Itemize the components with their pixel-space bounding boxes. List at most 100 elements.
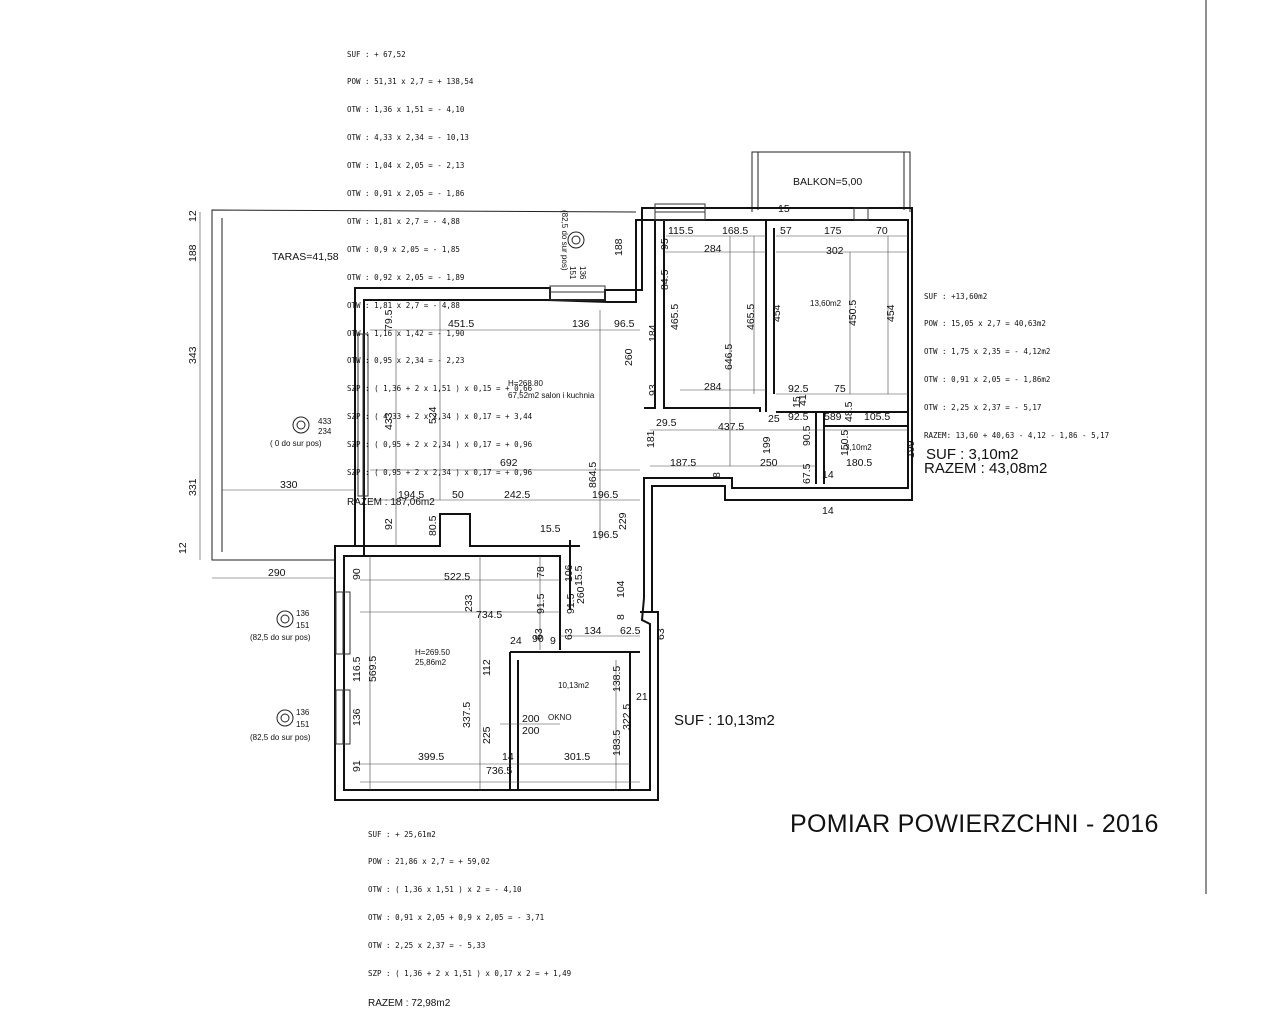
dim: 12: [177, 542, 189, 554]
calc-line: OTW : 1,04 x 2,05 = - 2,13: [347, 161, 465, 171]
marker-top-b: 151: [568, 266, 577, 280]
dim: 337.5: [461, 702, 473, 728]
dim: 14: [502, 751, 514, 763]
dim: 451.5: [448, 318, 474, 330]
dim: 736.5: [486, 765, 512, 777]
dim: 91: [351, 760, 363, 772]
dim: 242.5: [504, 489, 530, 501]
calc-line: OTW : 1,36 x 1,51 = - 4,10: [347, 105, 465, 115]
dim: 90.5: [801, 425, 813, 446]
dim: 116.5: [351, 656, 363, 682]
dim: 8: [615, 614, 627, 620]
dim: 63: [563, 628, 575, 640]
dim: 84.5: [659, 269, 671, 290]
dim: 67.5: [801, 463, 813, 484]
calc-line: OTW : 1,16 x 1,42 = - 1,90: [347, 328, 465, 338]
calc-line: OTW : 2,25 x 2,37 = - 5,33: [368, 941, 486, 951]
dim: 105.5: [864, 411, 890, 423]
label-bedroom-area: 13,60m2: [810, 299, 842, 308]
dim: 399.5: [418, 751, 444, 763]
marker-left1-b: 151: [296, 621, 310, 630]
label-okno: OKNO: [548, 713, 572, 722]
balkon-outline: [751, 151, 911, 212]
dim: 112: [481, 659, 493, 676]
dim: 12: [187, 210, 199, 222]
dim: 187.5: [670, 457, 696, 469]
label-room2-h: H=269.50: [415, 648, 450, 657]
calc-line: RAZEM: 13,60 + 40,63 - 4,12 - 1,86 - 5,1…: [924, 431, 1110, 441]
dim: 63: [655, 628, 667, 640]
dim: 29.5: [656, 417, 677, 429]
marker-taras-note: ( 0 do sur pos): [270, 439, 322, 448]
dim: 196.5: [592, 489, 618, 501]
calc-block-salon: SUF : + 67,52 POW : 51,31 x 2,7 = + 138,…: [347, 31, 532, 518]
dim: 225: [481, 726, 493, 744]
dim: 168.5: [722, 225, 748, 237]
calc-line: SUF : + 67,52: [347, 49, 406, 59]
calc-line: POW : 15,05 x 2,7 = 40,63m2: [924, 319, 1046, 329]
marker-left2-a: 136: [296, 708, 310, 717]
marker-top-a: 136: [578, 266, 587, 280]
calc-line: OTW : 0,92 x 2,05 = - 1,89: [347, 272, 465, 282]
calc-block-bedroom: SUF : +13,60m2 POW : 15,05 x 2,7 = 40,63…: [924, 273, 1109, 488]
calc-line: OTW : 1,81 x 2,7 = - 4,88: [347, 216, 460, 226]
dim: 104: [615, 580, 627, 598]
calc-line: SUF : + 25,61m2: [368, 829, 436, 839]
height-markers: [276, 231, 585, 727]
dim: 150.5: [839, 430, 851, 456]
marker-left2-b: 151: [296, 720, 310, 729]
dim: 90: [532, 633, 544, 645]
dim: 188: [613, 238, 625, 256]
dim: 75: [834, 383, 846, 395]
dim: 15: [791, 396, 803, 408]
dim: 78: [535, 566, 547, 578]
dim: 200: [522, 725, 540, 737]
marker-left2-note: (82,5 do sur pos): [250, 733, 311, 742]
dim: 522.5: [444, 571, 470, 583]
page-title: POMIAR POWIERZCHNI - 2016: [790, 810, 1159, 838]
dim: 589: [824, 411, 842, 423]
dim: 115.5: [668, 225, 694, 237]
calc-line: OTW : 0,91 x 2,05 = - 1,86m2: [924, 375, 1051, 385]
calc-line: SZP : ( 1,36 + 2 x 1,51 ) x 0,17 x 2 = +…: [368, 969, 572, 979]
calc-line: POW : 21,86 x 2,7 = + 59,02: [368, 857, 490, 867]
dim: 96.5: [614, 318, 635, 330]
calc-line: SZP : ( 0,95 + 2 x 2,34 ) x 0,17 = + 0,9…: [347, 440, 533, 450]
calc-line: OTW : 0,91 x 2,05 = - 1,86: [347, 189, 465, 199]
dim: 175: [824, 225, 842, 237]
calc-line: OTW : 0,91 x 2,05 + 0,9 x 2,05 = - 3,71: [368, 913, 545, 923]
dim: 465.5: [669, 304, 681, 330]
marker-top-note: (82,5 do sur pos): [560, 210, 569, 271]
dim: 437.5: [718, 421, 744, 433]
dim: 233: [463, 594, 475, 612]
label-salon-h: H=268.80: [508, 379, 543, 388]
dim: 331: [187, 478, 199, 496]
dim: 260: [623, 348, 635, 366]
marker-taras-a: 433: [318, 417, 332, 426]
dim: 181: [645, 430, 657, 448]
dim: 450.5: [847, 300, 859, 326]
dim: 199: [905, 440, 917, 458]
dim: 524: [427, 406, 439, 424]
dim: 260: [575, 586, 587, 604]
marker-left1-note: (82,5 do sur pos): [250, 633, 311, 642]
dim: 183.5: [611, 730, 623, 756]
dim: 184: [647, 324, 659, 342]
dim: 343: [187, 346, 199, 364]
dim: 91.5: [565, 593, 577, 614]
dim: 24: [510, 635, 522, 647]
dim: 25: [768, 413, 780, 425]
suf-room-label: SUF : 10,13m2: [674, 712, 775, 729]
label-taras: TARAS=41,58: [272, 251, 339, 263]
dim: 465.5: [745, 304, 757, 330]
calc-total-bottom: RAZEM : 72,98m2: [368, 997, 451, 1009]
dim: 48.5: [843, 401, 855, 422]
dim: 196.5: [592, 529, 618, 541]
dim: 14: [822, 505, 834, 517]
label-room2-area: 25,86m2: [415, 658, 447, 667]
calc-line: SZP : ( 0,95 + 2 x 2,34 ) x 0,17 = + 0,9…: [347, 467, 533, 477]
dimension-labels: 12 188 343 331 12 330 290 79.5 451.5 136…: [177, 203, 917, 777]
dim: 95: [659, 238, 671, 250]
dim: 41: [797, 394, 809, 406]
dim: 646.5: [723, 344, 735, 370]
